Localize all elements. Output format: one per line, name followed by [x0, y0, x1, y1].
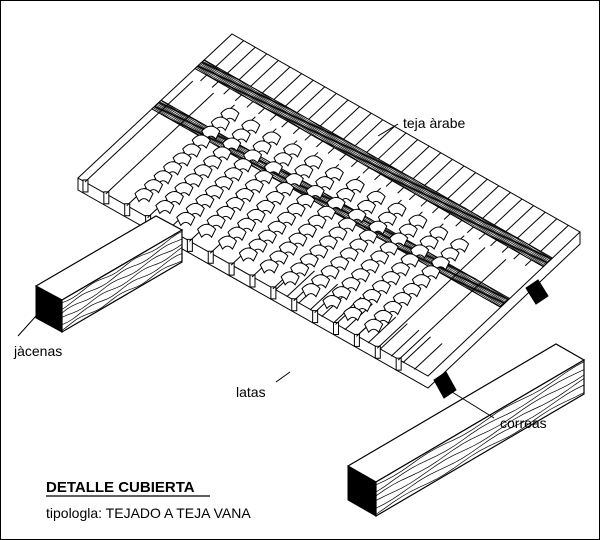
correa-end-2: [433, 371, 457, 399]
board-line: [286, 270, 315, 298]
lata-batten: [186, 238, 193, 252]
board-line: [414, 343, 443, 370]
wood-grain: [201, 62, 549, 263]
label-latas: latas: [236, 384, 266, 400]
teja-tile: [134, 188, 154, 203]
jacena-grain: [61, 238, 183, 310]
lata-line: [376, 247, 486, 349]
lata-line: [105, 92, 214, 195]
lata-batten: [103, 191, 110, 205]
board-line: [402, 336, 431, 364]
lata-batten: [353, 333, 360, 347]
leader-jacenas: [17, 315, 37, 337]
roof-deck: [77, 33, 581, 389]
leader-correas: [451, 391, 495, 419]
lata-batten: [124, 203, 131, 217]
lata-line: [84, 80, 194, 183]
jacena-grain: [61, 253, 183, 326]
jacena-grain: [375, 374, 585, 497]
teja-arabe-tiles: [134, 107, 470, 334]
lata-batten: [270, 286, 277, 300]
wood-grain: [197, 65, 546, 265]
jacena-grain: [375, 378, 585, 501]
lata-batten: [395, 357, 402, 371]
label-jacenas: jàcenas: [13, 343, 62, 359]
board-line: [367, 316, 397, 344]
jacena-grain: [61, 260, 183, 331]
teja-tile: [301, 283, 321, 298]
teja-tile: [176, 211, 196, 227]
teja-tile: [259, 259, 279, 274]
deck-edge: [77, 178, 581, 389]
teja-tile: [155, 199, 175, 215]
wood-grain: [203, 59, 552, 260]
teja-tile: [364, 318, 384, 334]
lata-line: [397, 258, 507, 361]
lata-batten: [312, 310, 319, 324]
lata-batten: [207, 250, 214, 264]
jacena-grain: [375, 384, 585, 509]
wood-grain: [197, 66, 545, 266]
lata-batten: [228, 262, 235, 276]
jacena-grain: [61, 231, 183, 304]
leader-teja: [377, 123, 399, 137]
board-line: [379, 323, 408, 350]
board-line: [309, 283, 339, 311]
lata-batten: [333, 322, 340, 336]
wood-grain: [200, 63, 548, 263]
teja-tile: [322, 295, 342, 310]
correa-end-1: [525, 279, 549, 305]
wood-grain: [201, 61, 551, 260]
label-teja-arabe: teja àrabe: [403, 115, 465, 131]
lata-batten: [291, 298, 298, 312]
wood-grain: [194, 68, 544, 267]
teja-tile: [217, 235, 238, 251]
label-correas: correas: [500, 415, 547, 431]
jacena-right: [346, 343, 586, 518]
jacena-grain: [375, 361, 585, 486]
jacena-grain: [375, 369, 585, 493]
lata-batten: [82, 179, 89, 193]
drawing-title: DETALLE CUBIERTA: [46, 479, 195, 496]
leaders: [17, 123, 495, 419]
wood-grain: [201, 61, 550, 261]
leader-latas: [275, 371, 291, 383]
teja-tile: [280, 271, 300, 286]
teja-tile: [238, 247, 258, 262]
jacena-left-end: [35, 285, 63, 333]
jacena-grain: [61, 247, 183, 318]
jacena-grain: [61, 243, 183, 314]
drawing-subtitle: tipologla: TEJADO A TEJA VANA: [46, 505, 251, 521]
teja-tile: [197, 223, 217, 239]
lata-batten: [249, 274, 256, 288]
wood-grain: [197, 65, 547, 264]
teja-tile: [343, 306, 363, 322]
jacena-grain: [375, 392, 585, 515]
lata-batten: [374, 345, 381, 359]
jacena-left: [34, 215, 184, 334]
jacena-right-end: [347, 465, 377, 517]
board-line: [390, 329, 420, 357]
wood-grain: [196, 67, 544, 267]
